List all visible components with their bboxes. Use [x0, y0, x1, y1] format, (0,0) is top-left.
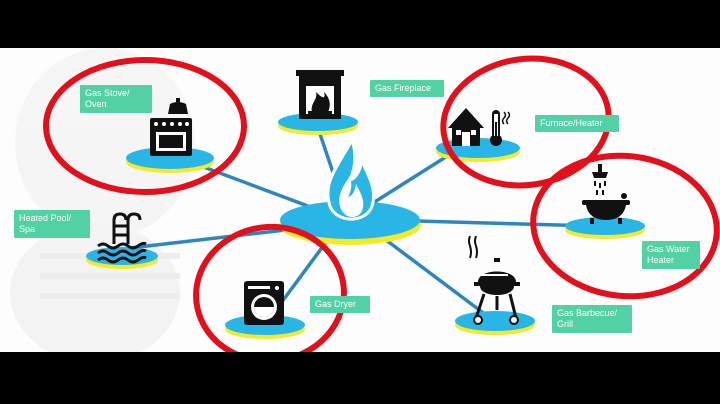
label-furnace: Furnace/Heater: [535, 115, 619, 132]
platform-bbq: [455, 311, 535, 335]
highlight-circle-waterheater: [530, 152, 720, 300]
fireplace-icon: [296, 70, 344, 119]
highlight-circle-dryer: [193, 223, 347, 352]
label-bbq: Gas Barbecue/ Grill: [552, 305, 632, 333]
dryer-icon: [244, 281, 284, 325]
grill-icon: [468, 235, 520, 325]
highlight-circle-stove: [43, 57, 247, 195]
label-fireplace: Gas Fireplace: [370, 80, 444, 97]
diagram-canvas: Gas Stove/ Oven Gas Fireplace Furnace/He…: [0, 48, 720, 352]
pool-ladder-icon: [97, 212, 147, 264]
highlight-circles: [43, 55, 720, 352]
stove-icon: [150, 98, 192, 156]
bathtub-shower-icon: [582, 164, 630, 224]
connector-furnace: [363, 146, 462, 210]
platform-waterheater: [565, 217, 645, 239]
label-dryer: Gas Dryer: [310, 296, 370, 313]
label-waterheater: Gas Water Heater: [642, 241, 700, 269]
letterbox-top: [0, 0, 720, 48]
highlight-circle-furnace: [440, 55, 612, 189]
label-pool: Heated Pool/ Spa: [14, 210, 90, 238]
house-thermometer-icon: [448, 108, 511, 146]
diagram-svg: [10, 48, 720, 352]
connector-bbq: [368, 226, 492, 320]
label-stove: Gas Stove/ Oven: [80, 85, 152, 113]
platform-stove: [126, 147, 214, 173]
gas-flame-icon: [326, 136, 376, 221]
letterbox-bottom: [0, 352, 720, 404]
